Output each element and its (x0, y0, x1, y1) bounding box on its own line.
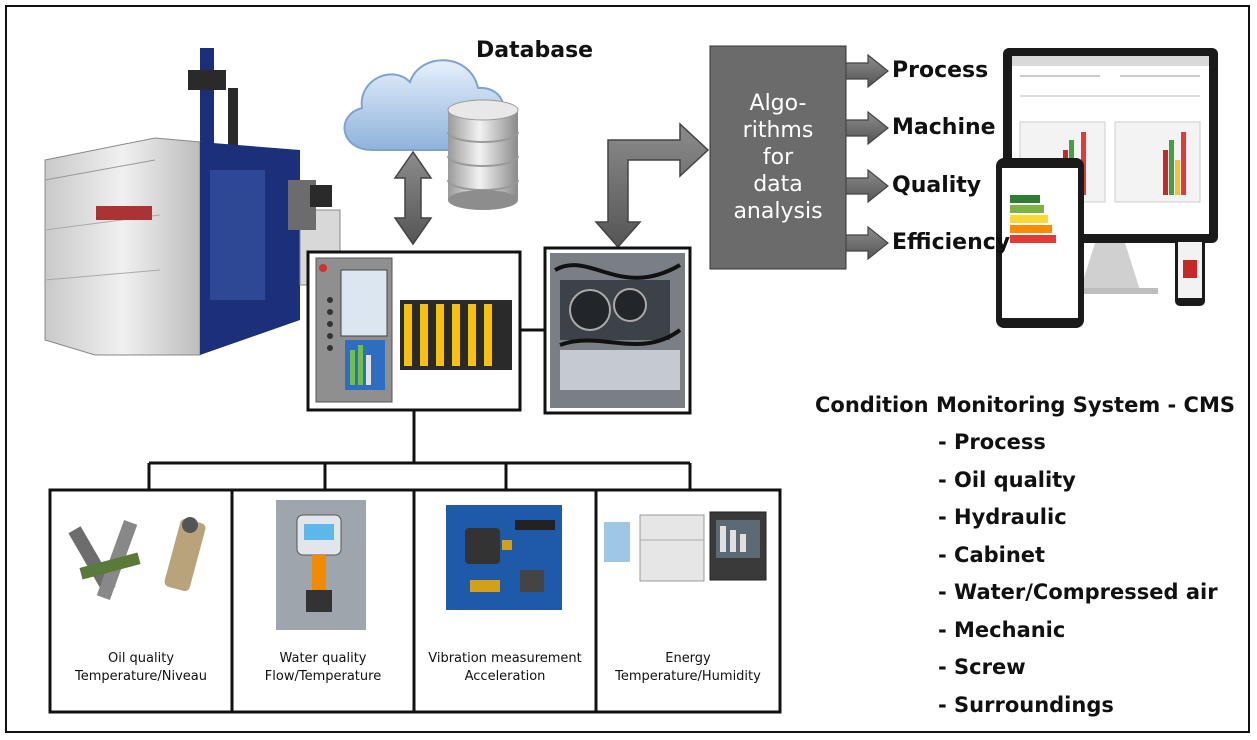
algorithm-label: Algo- rithms for data analysis (733, 91, 823, 224)
cms-item: - Water/Compressed air (938, 580, 1218, 604)
dashboard-devices-image (996, 48, 1218, 328)
sensor-dividers (230, 490, 598, 712)
elbow-arrow-to-algorithms (594, 122, 710, 249)
cms-item: - Mechanic (938, 617, 1066, 642)
energy-meter-image (604, 511, 767, 582)
connector-lines (147, 328, 692, 490)
algorithm-box-label-wrap: Algo- rithms for data analysis (710, 46, 846, 269)
cms-list: - Process - Oil quality - Hydraulic - Ca… (938, 428, 1218, 728)
bidirectional-arrow (393, 150, 433, 246)
sensor-label-vibration: Vibration measurement Acceleration (428, 651, 582, 684)
sensor-label-oil: Oil quality Temperature/Niveau (75, 651, 207, 684)
algorithm-box (709, 45, 847, 270)
sensor-label-energy: Energy Temperature/Humidity (615, 651, 761, 684)
output-machine: Machine (892, 115, 996, 140)
output-process: Process (892, 58, 989, 83)
output-efficiency: Efficiency (892, 230, 1011, 255)
cms-item: - Hydraulic (938, 505, 1067, 529)
hydraulic-mechanics-image (550, 253, 685, 408)
output-quality: Quality (892, 173, 982, 198)
cms-item: - Process (938, 430, 1046, 454)
oil-sensor-image (68, 517, 206, 600)
database-icon (447, 99, 519, 210)
cms-item: - Screw (938, 655, 1026, 679)
controller-panel-image (315, 257, 512, 403)
database-label: Database (476, 38, 594, 63)
injection-machine-image (44, 48, 341, 356)
cms-item: - Cabinet (938, 542, 1046, 567)
water-sensor-image (276, 500, 366, 630)
vibration-sensor-image (446, 505, 562, 610)
cms-item: - Oil quality (938, 467, 1076, 492)
cms-title: Condition Monitoring System - CMS (815, 393, 1235, 417)
sensor-label-water: Water quality Flow/Temperature (264, 651, 382, 684)
cms-item: - Surroundings (938, 692, 1114, 717)
output-arrows (845, 53, 889, 261)
